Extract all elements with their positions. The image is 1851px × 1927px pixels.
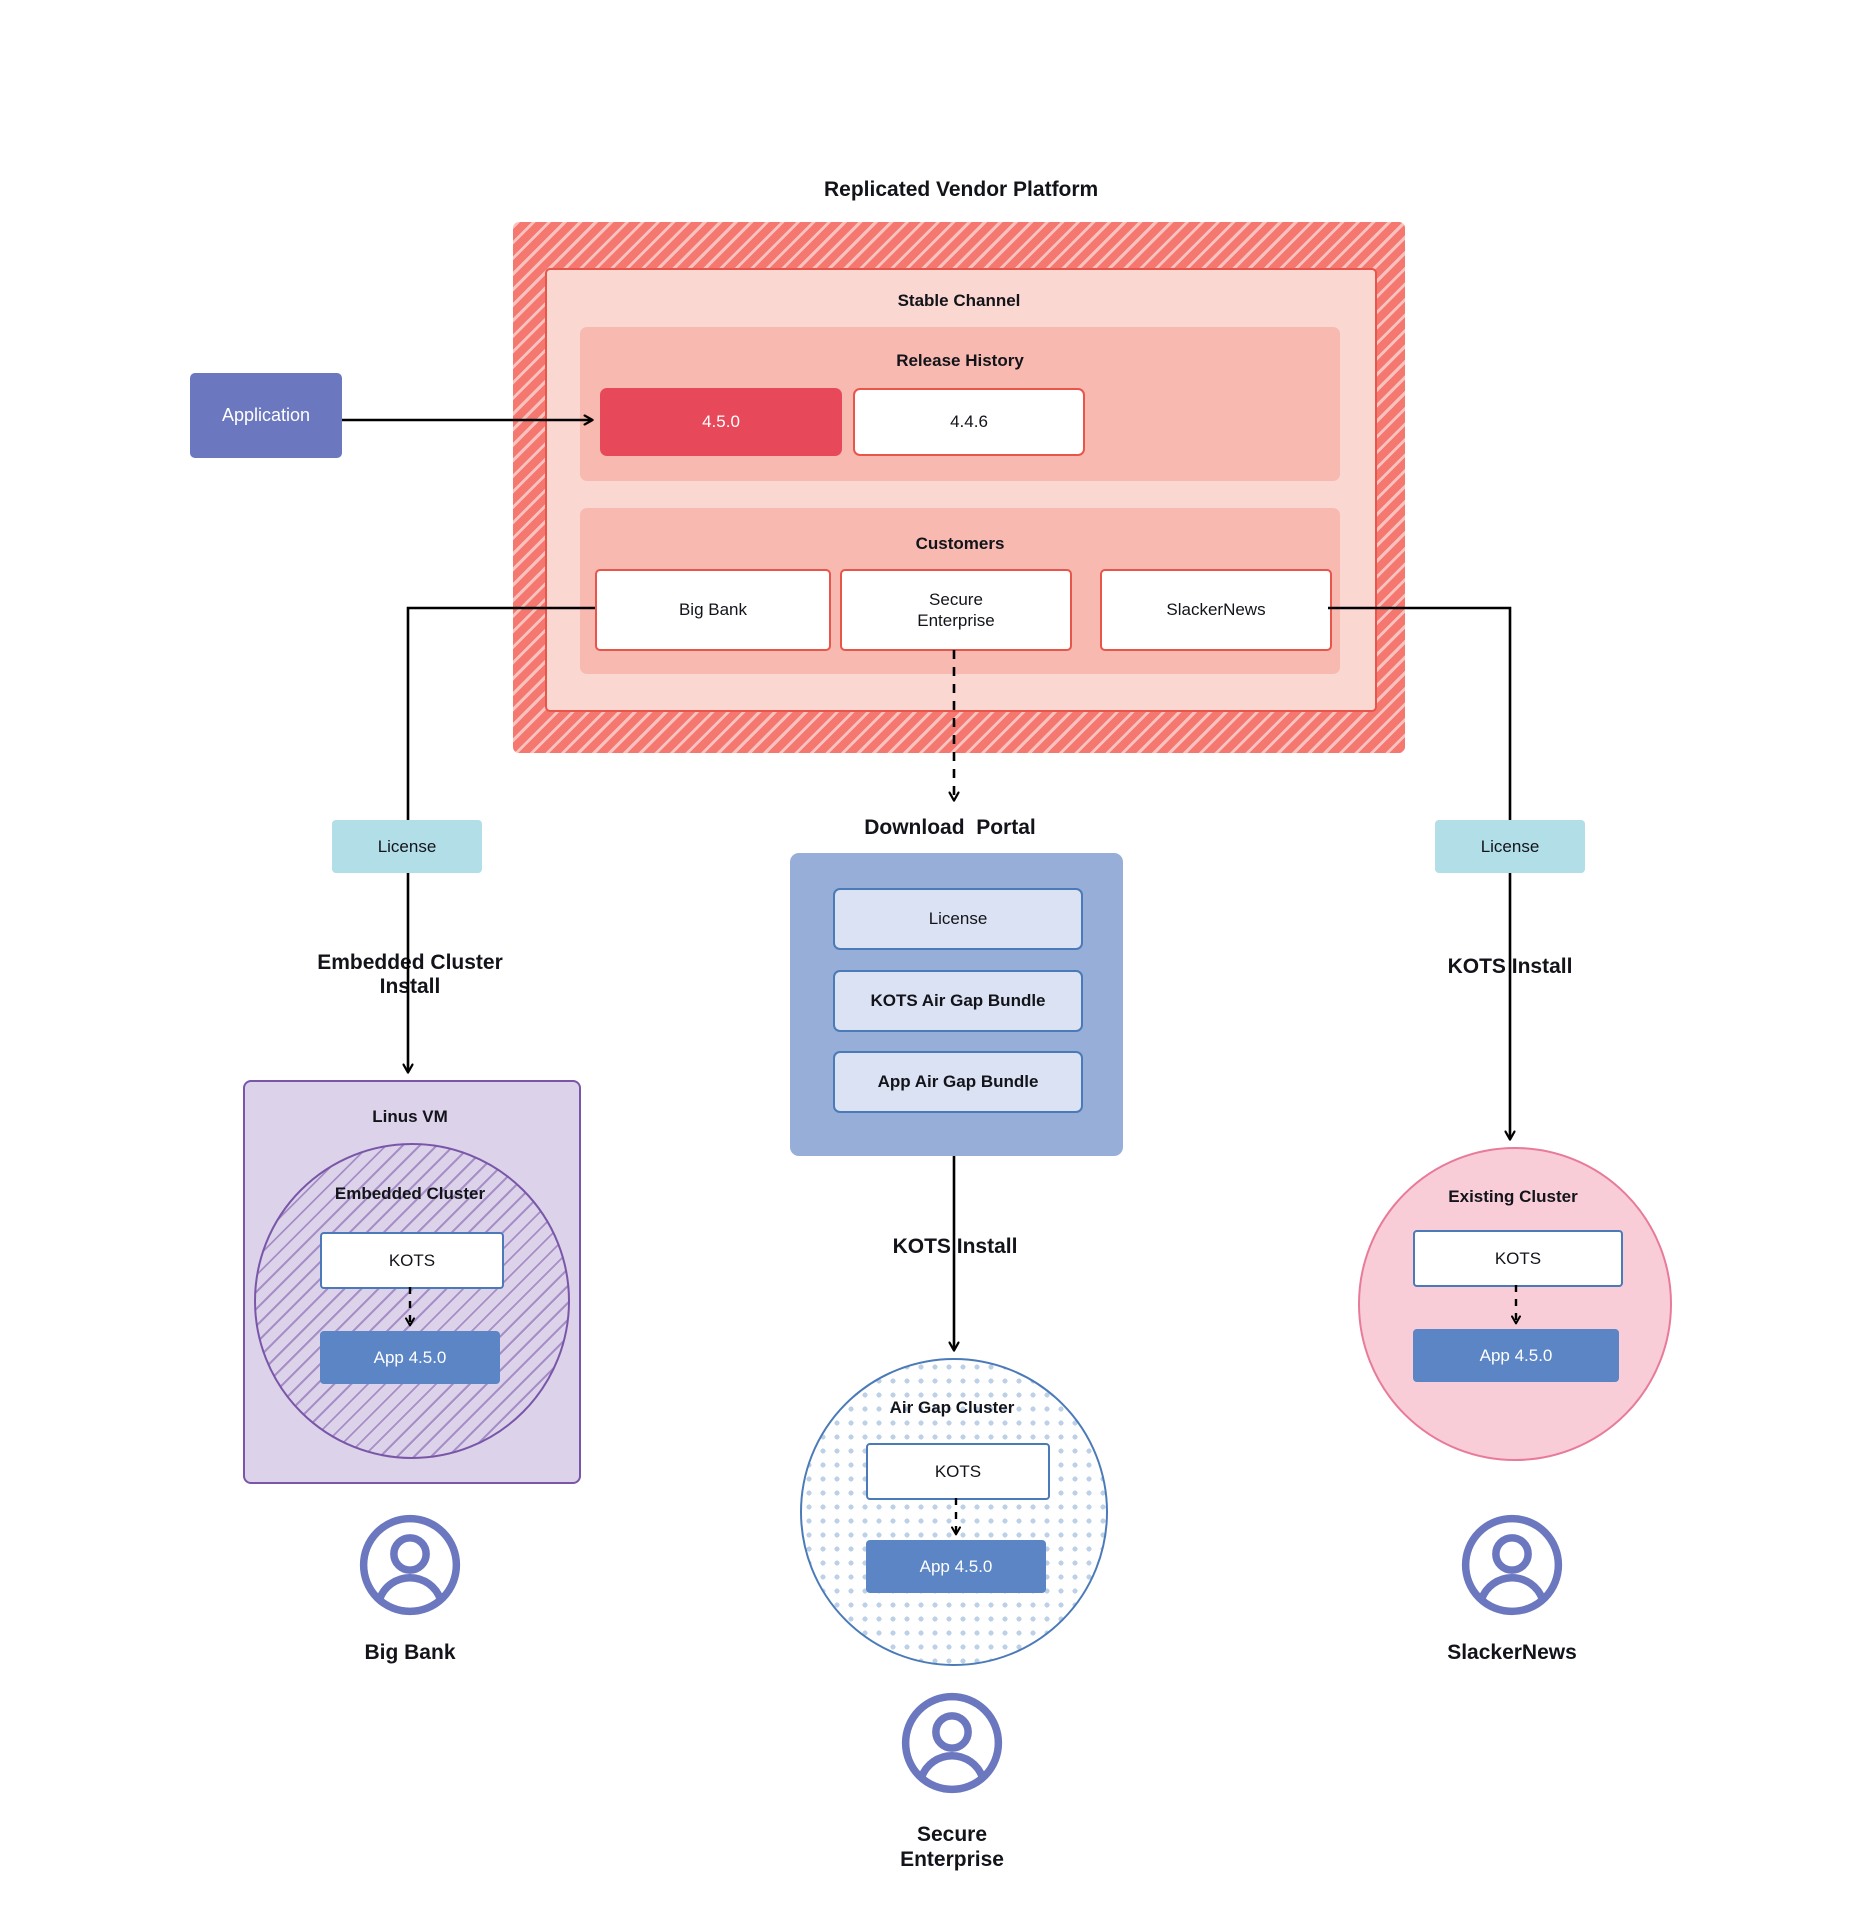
air-gap-cluster-label: Air Gap Cluster xyxy=(889,1398,1015,1417)
kots-install-label-right: KOTS Install xyxy=(1447,954,1573,978)
portal-item-kots-air-gap-bundle[interactable]: KOTS Air Gap Bundle xyxy=(833,970,1083,1032)
customer-card-big-bank[interactable]: Big Bank xyxy=(595,569,831,651)
application-node[interactable]: Application xyxy=(190,373,342,458)
kots-node-left[interactable]: KOTS xyxy=(320,1232,504,1289)
license-node-right[interactable]: License xyxy=(1435,820,1585,873)
embedded-cluster-circle xyxy=(254,1143,570,1459)
kots-node-center[interactable]: KOTS xyxy=(866,1443,1050,1500)
app-version-node-right[interactable]: App 4.5.0 xyxy=(1413,1329,1619,1382)
release-history-label: Release History xyxy=(896,351,1024,370)
customer-card-secure-enterprise[interactable]: Secure Enterprise xyxy=(840,569,1072,651)
air-gap-cluster-circle xyxy=(800,1358,1108,1666)
release-card-current[interactable]: 4.5.0 xyxy=(600,388,842,456)
kots-install-label-center: KOTS Install xyxy=(892,1234,1018,1258)
customers-label: Customers xyxy=(915,534,1005,553)
kots-node-right[interactable]: KOTS xyxy=(1413,1230,1623,1287)
user-avatar-icon xyxy=(359,1514,461,1616)
embedded-cluster-label: Embedded Cluster xyxy=(334,1184,486,1203)
portal-item-license[interactable]: License xyxy=(833,888,1083,950)
persona-label-center: Secure Enterprise xyxy=(900,1822,1004,1871)
persona-avatar-left xyxy=(357,1512,463,1618)
stable-channel-label: Stable Channel xyxy=(897,291,1021,310)
user-avatar-icon xyxy=(901,1692,1003,1794)
persona-avatar-center xyxy=(899,1690,1005,1796)
app-version-node-left[interactable]: App 4.5.0 xyxy=(320,1331,500,1384)
license-node-left[interactable]: License xyxy=(332,820,482,873)
portal-item-app-air-gap-bundle[interactable]: App Air Gap Bundle xyxy=(833,1051,1083,1113)
persona-label-left: Big Bank xyxy=(364,1641,456,1665)
persona-avatar-right xyxy=(1459,1512,1565,1618)
linus-vm-label: Linus VM xyxy=(372,1107,448,1126)
download-portal-title: Download Portal xyxy=(864,816,1036,839)
release-card-previous[interactable]: 4.4.6 xyxy=(853,388,1085,456)
existing-cluster-label: Existing Cluster xyxy=(1448,1187,1578,1206)
customer-card-slackernews[interactable]: SlackerNews xyxy=(1100,569,1332,651)
persona-label-right: SlackerNews xyxy=(1447,1641,1577,1665)
embedded-cluster-install-label: Embedded Cluster Install xyxy=(317,950,503,998)
app-version-node-center[interactable]: App 4.5.0 xyxy=(866,1540,1046,1593)
page-title: Replicated Vendor Platform xyxy=(824,178,1099,201)
user-avatar-icon xyxy=(1461,1514,1563,1616)
